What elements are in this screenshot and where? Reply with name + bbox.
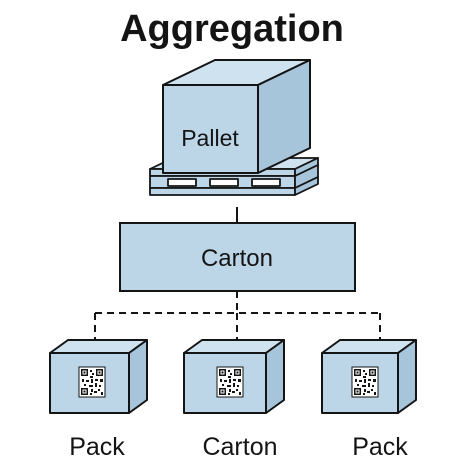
diagram-title: Aggregation xyxy=(120,8,344,50)
child-label-pack-left: Pack xyxy=(69,433,125,461)
carton-label: Carton xyxy=(201,245,273,272)
child-label-pack-right: Pack xyxy=(352,433,408,461)
pallet-label: Pallet xyxy=(181,125,239,151)
child-label-carton-middle: Carton xyxy=(202,433,277,461)
qr-code-icon xyxy=(78,366,106,398)
qr-code-icon xyxy=(216,366,244,398)
carton-box xyxy=(119,222,356,292)
pallet-box xyxy=(162,59,311,174)
qr-code-icon xyxy=(351,366,379,398)
child-box-pack-left xyxy=(49,339,148,414)
dashed-connectors xyxy=(94,291,381,340)
